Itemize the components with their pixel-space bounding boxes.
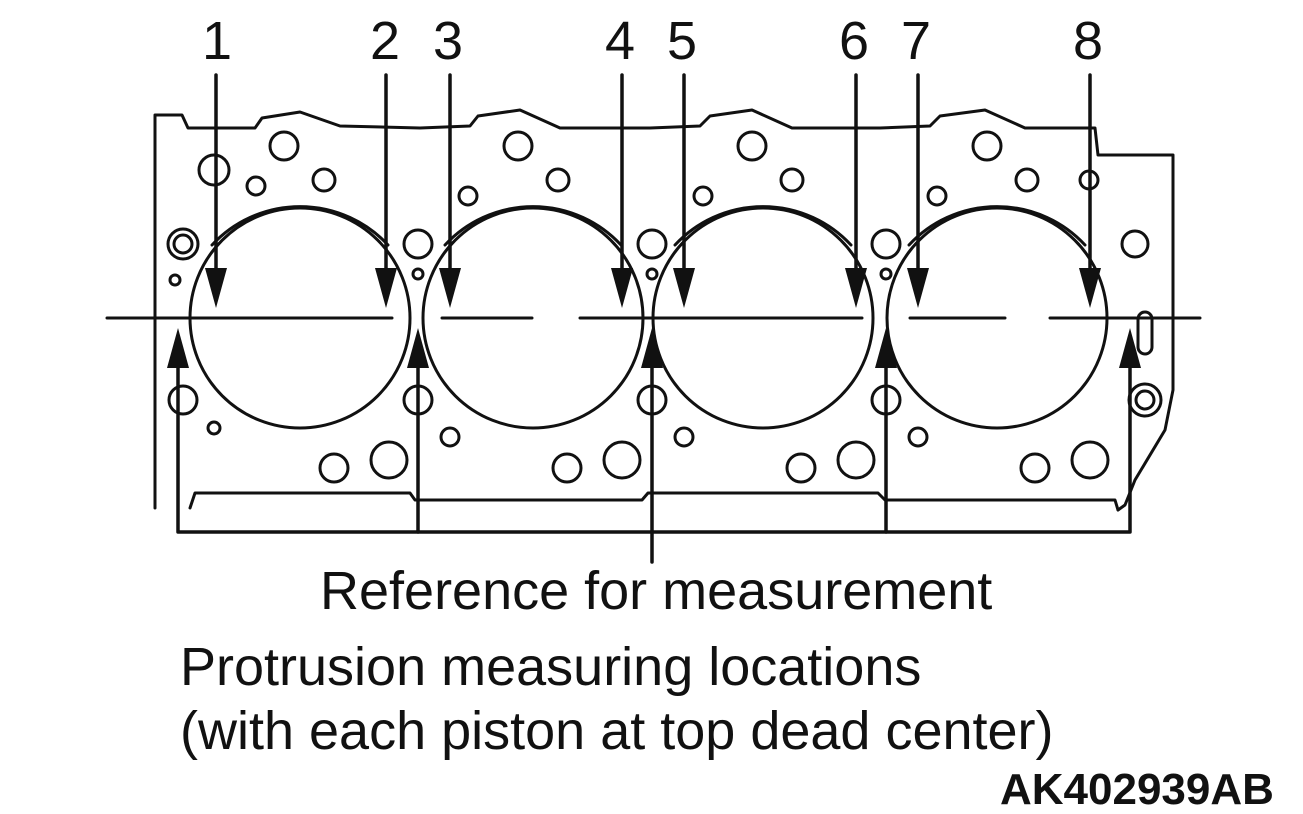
figure-code: AK402939AB xyxy=(1000,765,1274,814)
reference-arrows xyxy=(167,328,1141,564)
location-label-2: 2 xyxy=(370,11,401,71)
block-bottom-edge xyxy=(188,491,1120,512)
bore-top-arc-4 xyxy=(907,205,1087,247)
caption-line-1: Protrusion measuring locations xyxy=(180,637,922,697)
caption-line-2: (with each piston at top dead center) xyxy=(180,701,1054,761)
ref-arrow-head-3 xyxy=(641,328,663,368)
ref-arrow-head-4 xyxy=(875,328,897,368)
bore-top-arc-2 xyxy=(443,205,623,247)
location-label-3: 3 xyxy=(433,11,464,71)
location-label-5: 5 xyxy=(667,11,698,71)
block-outline xyxy=(153,108,1175,512)
arrow-head-1 xyxy=(205,268,227,308)
bolt-holes-bottom xyxy=(167,310,1163,484)
ref-arrow-head-1 xyxy=(167,328,189,368)
bore-top-arc-3 xyxy=(673,205,853,247)
arrow-head-7 xyxy=(907,268,929,308)
location-arrows xyxy=(205,73,1101,308)
ref-arrow-head-5 xyxy=(1119,328,1141,368)
bolt-holes-top xyxy=(197,130,1150,259)
location-label-1: 1 xyxy=(202,11,233,71)
location-label-4: 4 xyxy=(605,11,636,71)
bridge-holes xyxy=(166,227,902,287)
arrow-head-2 xyxy=(375,268,397,308)
arrow-head-3 xyxy=(439,268,461,308)
reference-caption: Reference for measurement xyxy=(320,561,993,621)
arrow-head-5 xyxy=(673,268,695,308)
arrow-head-4 xyxy=(611,268,633,308)
location-label-6: 6 xyxy=(839,11,870,71)
bore-top-arc-1 xyxy=(210,205,390,247)
location-label-8: 8 xyxy=(1073,11,1104,71)
arrow-head-6 xyxy=(845,268,867,308)
location-label-7: 7 xyxy=(901,11,932,71)
arrow-head-8 xyxy=(1079,268,1101,308)
ref-arrow-head-2 xyxy=(407,328,429,368)
